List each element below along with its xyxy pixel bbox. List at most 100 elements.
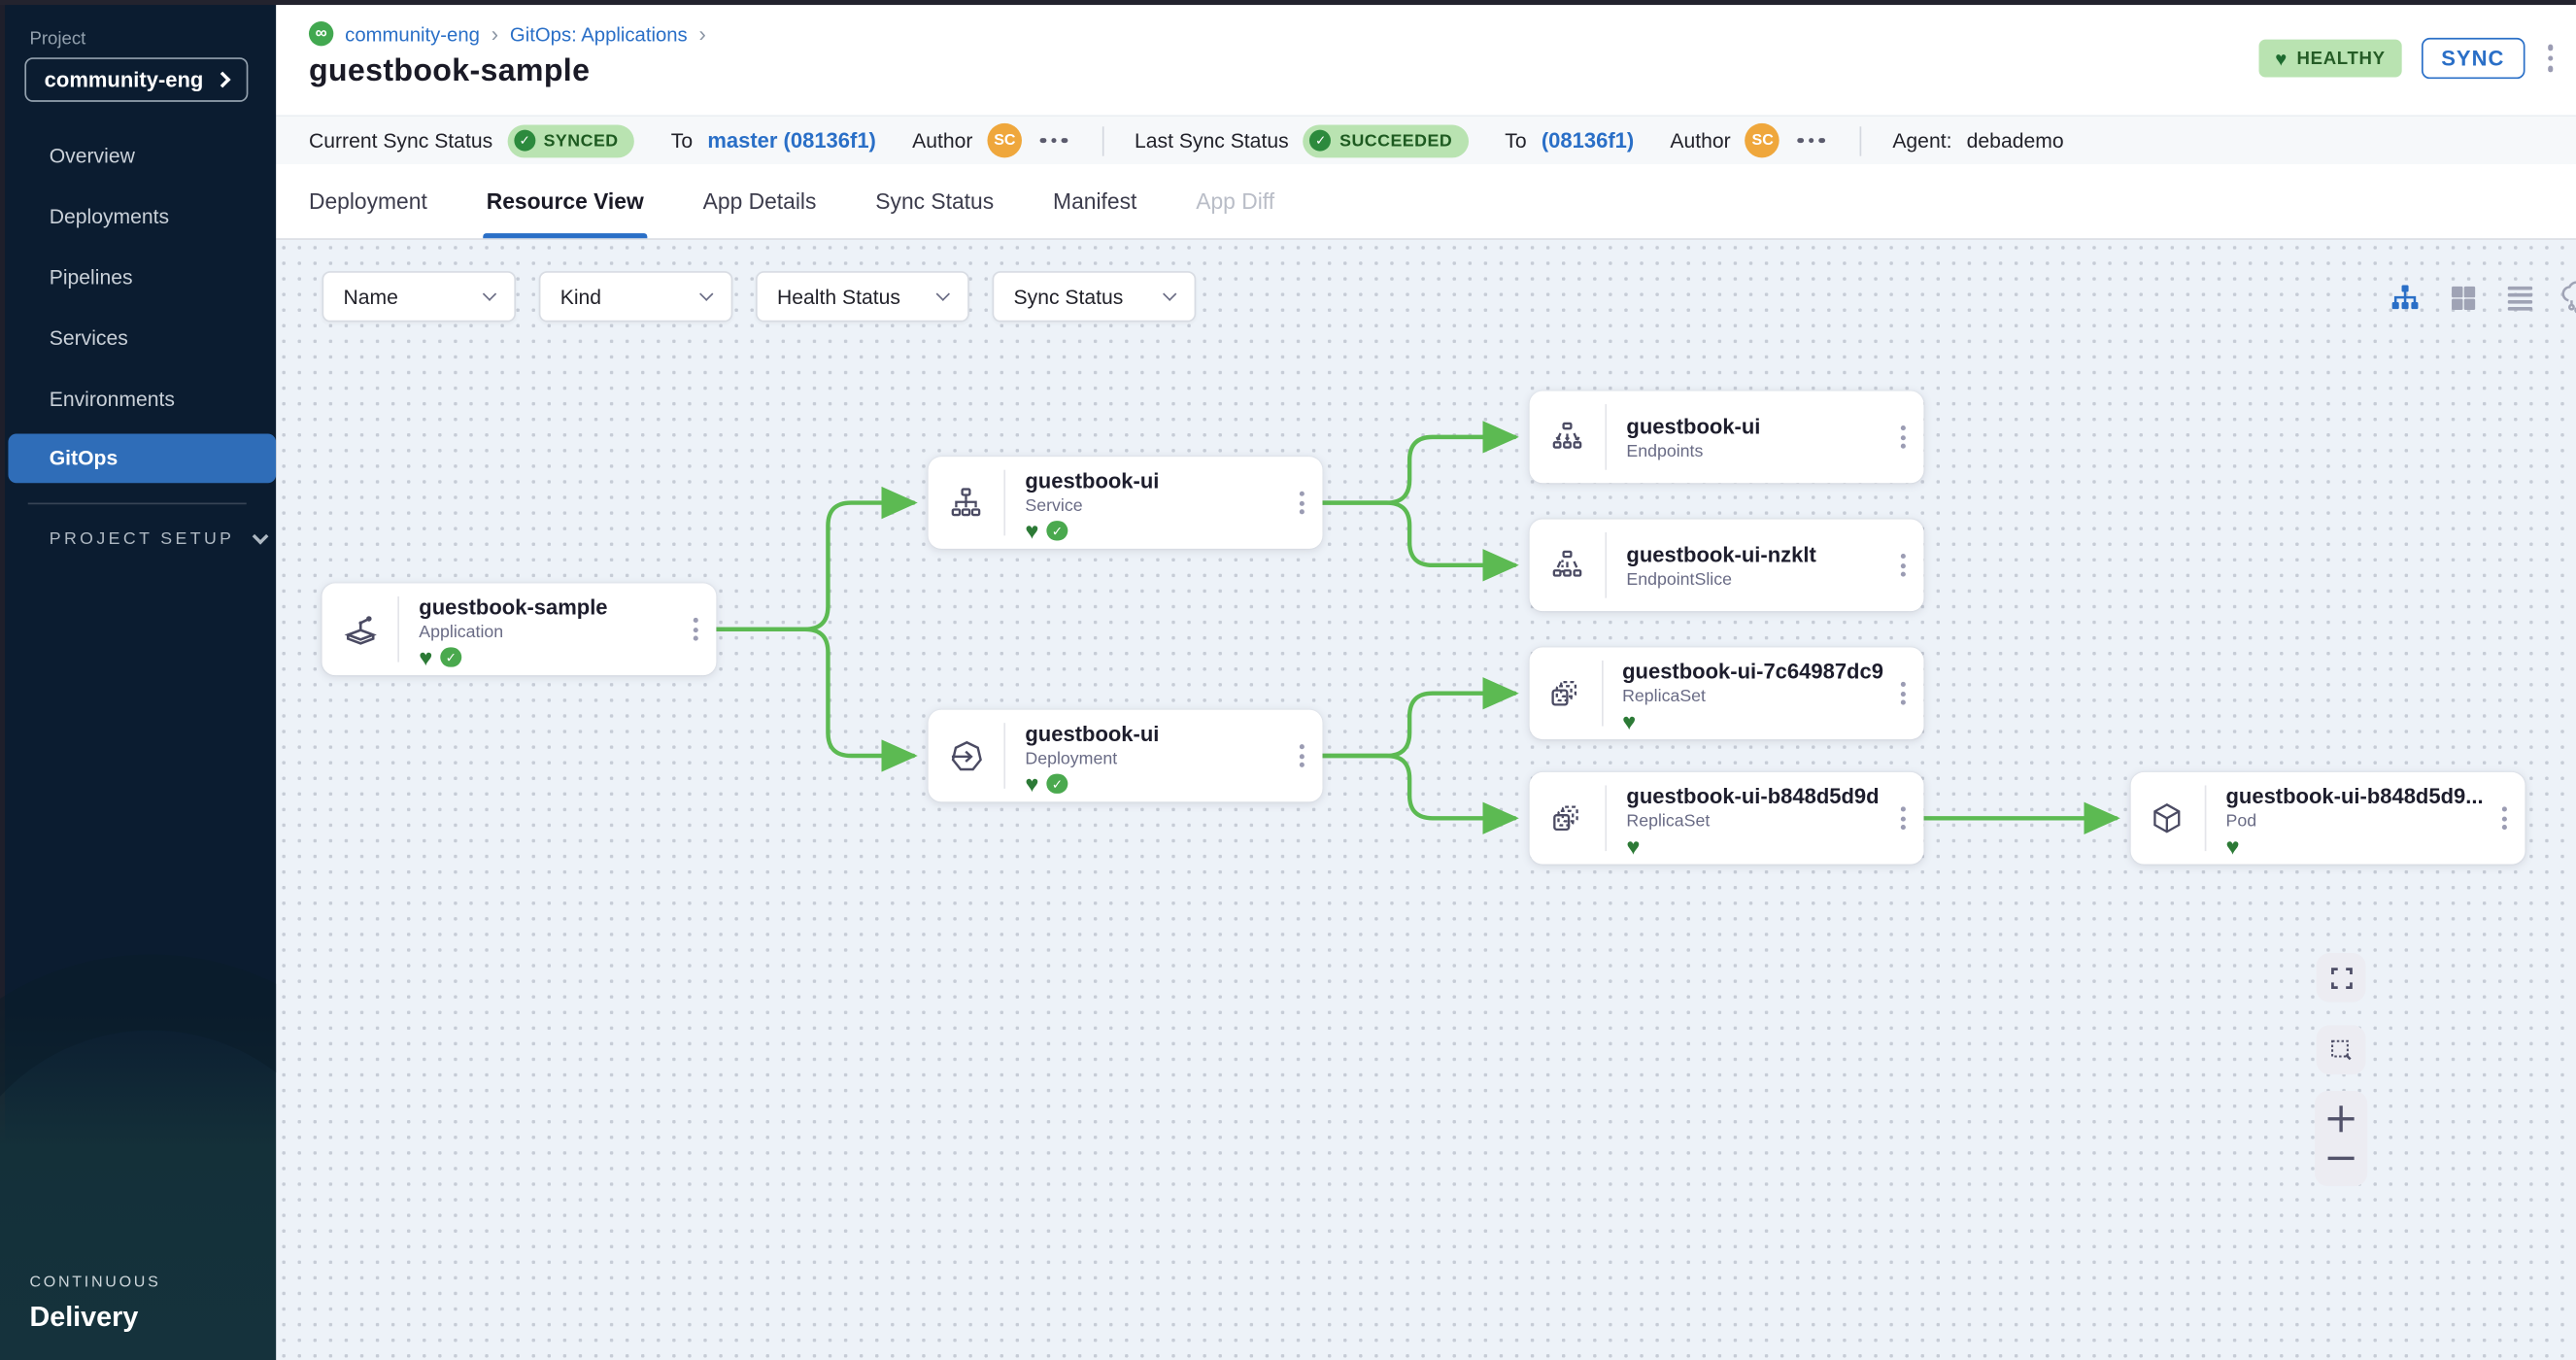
node-kind: Application [419,623,504,643]
brand-continuous: CONTINUOUS [29,1273,161,1292]
sidebar-item-overview[interactable]: Overview [49,143,135,167]
breadcrumb-separator: › [491,20,499,47]
synced-check-icon: ✓ [1046,520,1068,541]
network-view-icon[interactable] [2559,280,2576,316]
pod-icon [2131,772,2205,865]
tab-deployment[interactable]: Deployment [308,188,427,214]
fullscreen-button[interactable] [2316,952,2366,1003]
healthy-heart-icon: ♥ [1025,770,1039,798]
grid-view-icon[interactable] [2445,280,2481,316]
project-selector-value: community-eng [44,67,204,92]
heart-icon: ♥ [2275,47,2288,70]
current-sync-target-link[interactable]: master (08136f1) [707,127,876,153]
status-bar: Current Sync Status ✓ SYNCED To master (… [276,115,2576,165]
node-title: guestbook-ui-7c64987dc9 [1622,659,1883,684]
tab-resource-view[interactable]: Resource View [483,164,647,239]
node-replicaset-b848d5d9d[interactable]: guestbook-ui-b848d5d9d ReplicaSet ♥ [1529,771,1924,865]
marquee-zoom-button[interactable] [2316,1025,2366,1075]
node-kind: Deployment [1025,749,1118,769]
replicaset-icon [1530,647,1602,739]
healthy-heart-icon: ♥ [1626,833,1641,860]
node-menu-icon[interactable] [1280,457,1323,549]
zoom-in-button[interactable] [2327,1105,2355,1133]
node-title: guestbook-ui-b848d5d9d [1626,783,1880,809]
replicaset-icon [1530,772,1606,865]
author-avatar[interactable]: SC [987,122,1023,158]
chevron-down-icon [935,287,950,301]
node-endpointslice[interactable]: guestbook-ui-nzklt EndpointSlice [1529,519,1924,612]
tab-app-diff[interactable]: App Diff [1196,188,1275,214]
check-circle-icon: ✓ [1309,129,1332,152]
tab-manifest[interactable]: Manifest [1053,188,1137,214]
more-options-icon[interactable] [2547,45,2554,72]
header-actions: ♥ HEALTHY SYNC [2258,37,2554,80]
resource-tree-canvas: Name Kind Health Status Sync Status [276,239,2576,1360]
filter-kind-dropdown[interactable]: Kind [538,271,733,323]
chevron-right-icon [214,71,231,88]
node-menu-icon[interactable] [2484,772,2525,865]
sidebar-item-gitops[interactable]: GitOps [8,433,277,484]
node-menu-icon[interactable] [1280,710,1323,802]
node-menu-icon[interactable] [1881,772,1924,865]
sidebar-edge [0,0,6,1360]
current-sync-status-label: Current Sync Status [308,128,493,153]
sidebar-item-pipelines[interactable]: Pipelines [49,265,133,289]
node-kind: Service [1025,495,1083,517]
to-label: To [1505,128,1527,153]
project-selector[interactable]: community-eng [24,57,249,102]
check-circle-icon: ✓ [514,129,536,152]
endpoints-icon [1530,391,1606,484]
node-menu-icon[interactable] [1883,647,1924,739]
node-endpoints[interactable]: guestbook-ui Endpoints [1529,391,1924,484]
list-view-icon[interactable] [2502,280,2538,316]
healthy-heart-icon: ♥ [1025,517,1039,544]
sidebar-item-deployments[interactable]: Deployments [49,204,170,228]
sidebar-nav: Overview Deployments Pipelines Services … [0,125,277,490]
synced-check-icon: ✓ [440,646,461,668]
node-service[interactable]: guestbook-ui Service ♥ ✓ [928,457,1323,549]
last-sync-target-link[interactable]: (08136f1) [1541,127,1635,153]
service-icon [929,457,1004,549]
node-menu-icon[interactable] [673,583,716,675]
agent-value: debademo [1966,128,2064,153]
gitops-logo-icon: ∞ [308,20,334,47]
zoom-out-button[interactable] [2327,1145,2355,1172]
node-deployment[interactable]: guestbook-ui Deployment ♥ ✓ [928,709,1323,802]
node-replicaset-7c64987dc9[interactable]: guestbook-ui-7c64987dc9 ReplicaSet ♥ [1529,647,1924,740]
tab-bar: Deployment Resource View App Details Syn… [276,164,2576,240]
node-pod[interactable]: guestbook-ui-b848d5d9... Pod ♥ [2130,771,2525,865]
breadcrumb-separator: › [698,20,706,47]
filter-sync-status-dropdown[interactable]: Sync Status [992,271,1197,323]
author-avatar[interactable]: SC [1745,122,1780,158]
breadcrumb-section[interactable]: GitOps: Applications [509,21,688,46]
node-status: ♥ [1626,834,1881,858]
node-title: guestbook-ui-b848d5d9... [2225,783,2484,809]
sidebar-item-environments[interactable]: Environments [49,387,176,410]
sync-button[interactable]: SYNC [2421,37,2525,80]
filter-health-status-dropdown[interactable]: Health Status [755,271,969,323]
node-menu-icon[interactable] [1881,519,1924,611]
ellipsis-icon[interactable] [1039,137,1068,144]
endpointslice-icon [1530,519,1606,611]
zoom-control [2315,1091,2368,1187]
brand-delivery: Delivery [29,1301,139,1333]
healthy-heart-icon: ♥ [2225,833,2240,860]
node-application[interactable]: guestbook-sample Application ♥ ✓ [322,583,717,676]
breadcrumb-project[interactable]: community-eng [345,21,480,46]
tab-app-details[interactable]: App Details [702,188,817,214]
node-menu-icon[interactable] [1881,391,1924,484]
project-setup-toggle[interactable]: PROJECT SETUP [50,527,269,549]
window-top-edge [0,0,2576,6]
ellipsis-icon[interactable] [1798,137,1825,144]
node-status: ♥ ✓ [419,646,673,668]
node-title: guestbook-ui [1025,721,1160,746]
divider [1102,125,1103,155]
tab-sync-status[interactable]: Sync Status [875,188,995,214]
filter-name-dropdown[interactable]: Name [322,271,517,323]
breadcrumb: ∞ community-eng › GitOps: Applications › [308,20,706,47]
brand-area: CONTINUOUS Delivery [0,954,277,1360]
sidebar-item-services[interactable]: Services [49,325,128,350]
tree-view-icon[interactable] [2387,280,2423,316]
main-area: ∞ community-eng › GitOps: Applications ›… [276,0,2576,1360]
